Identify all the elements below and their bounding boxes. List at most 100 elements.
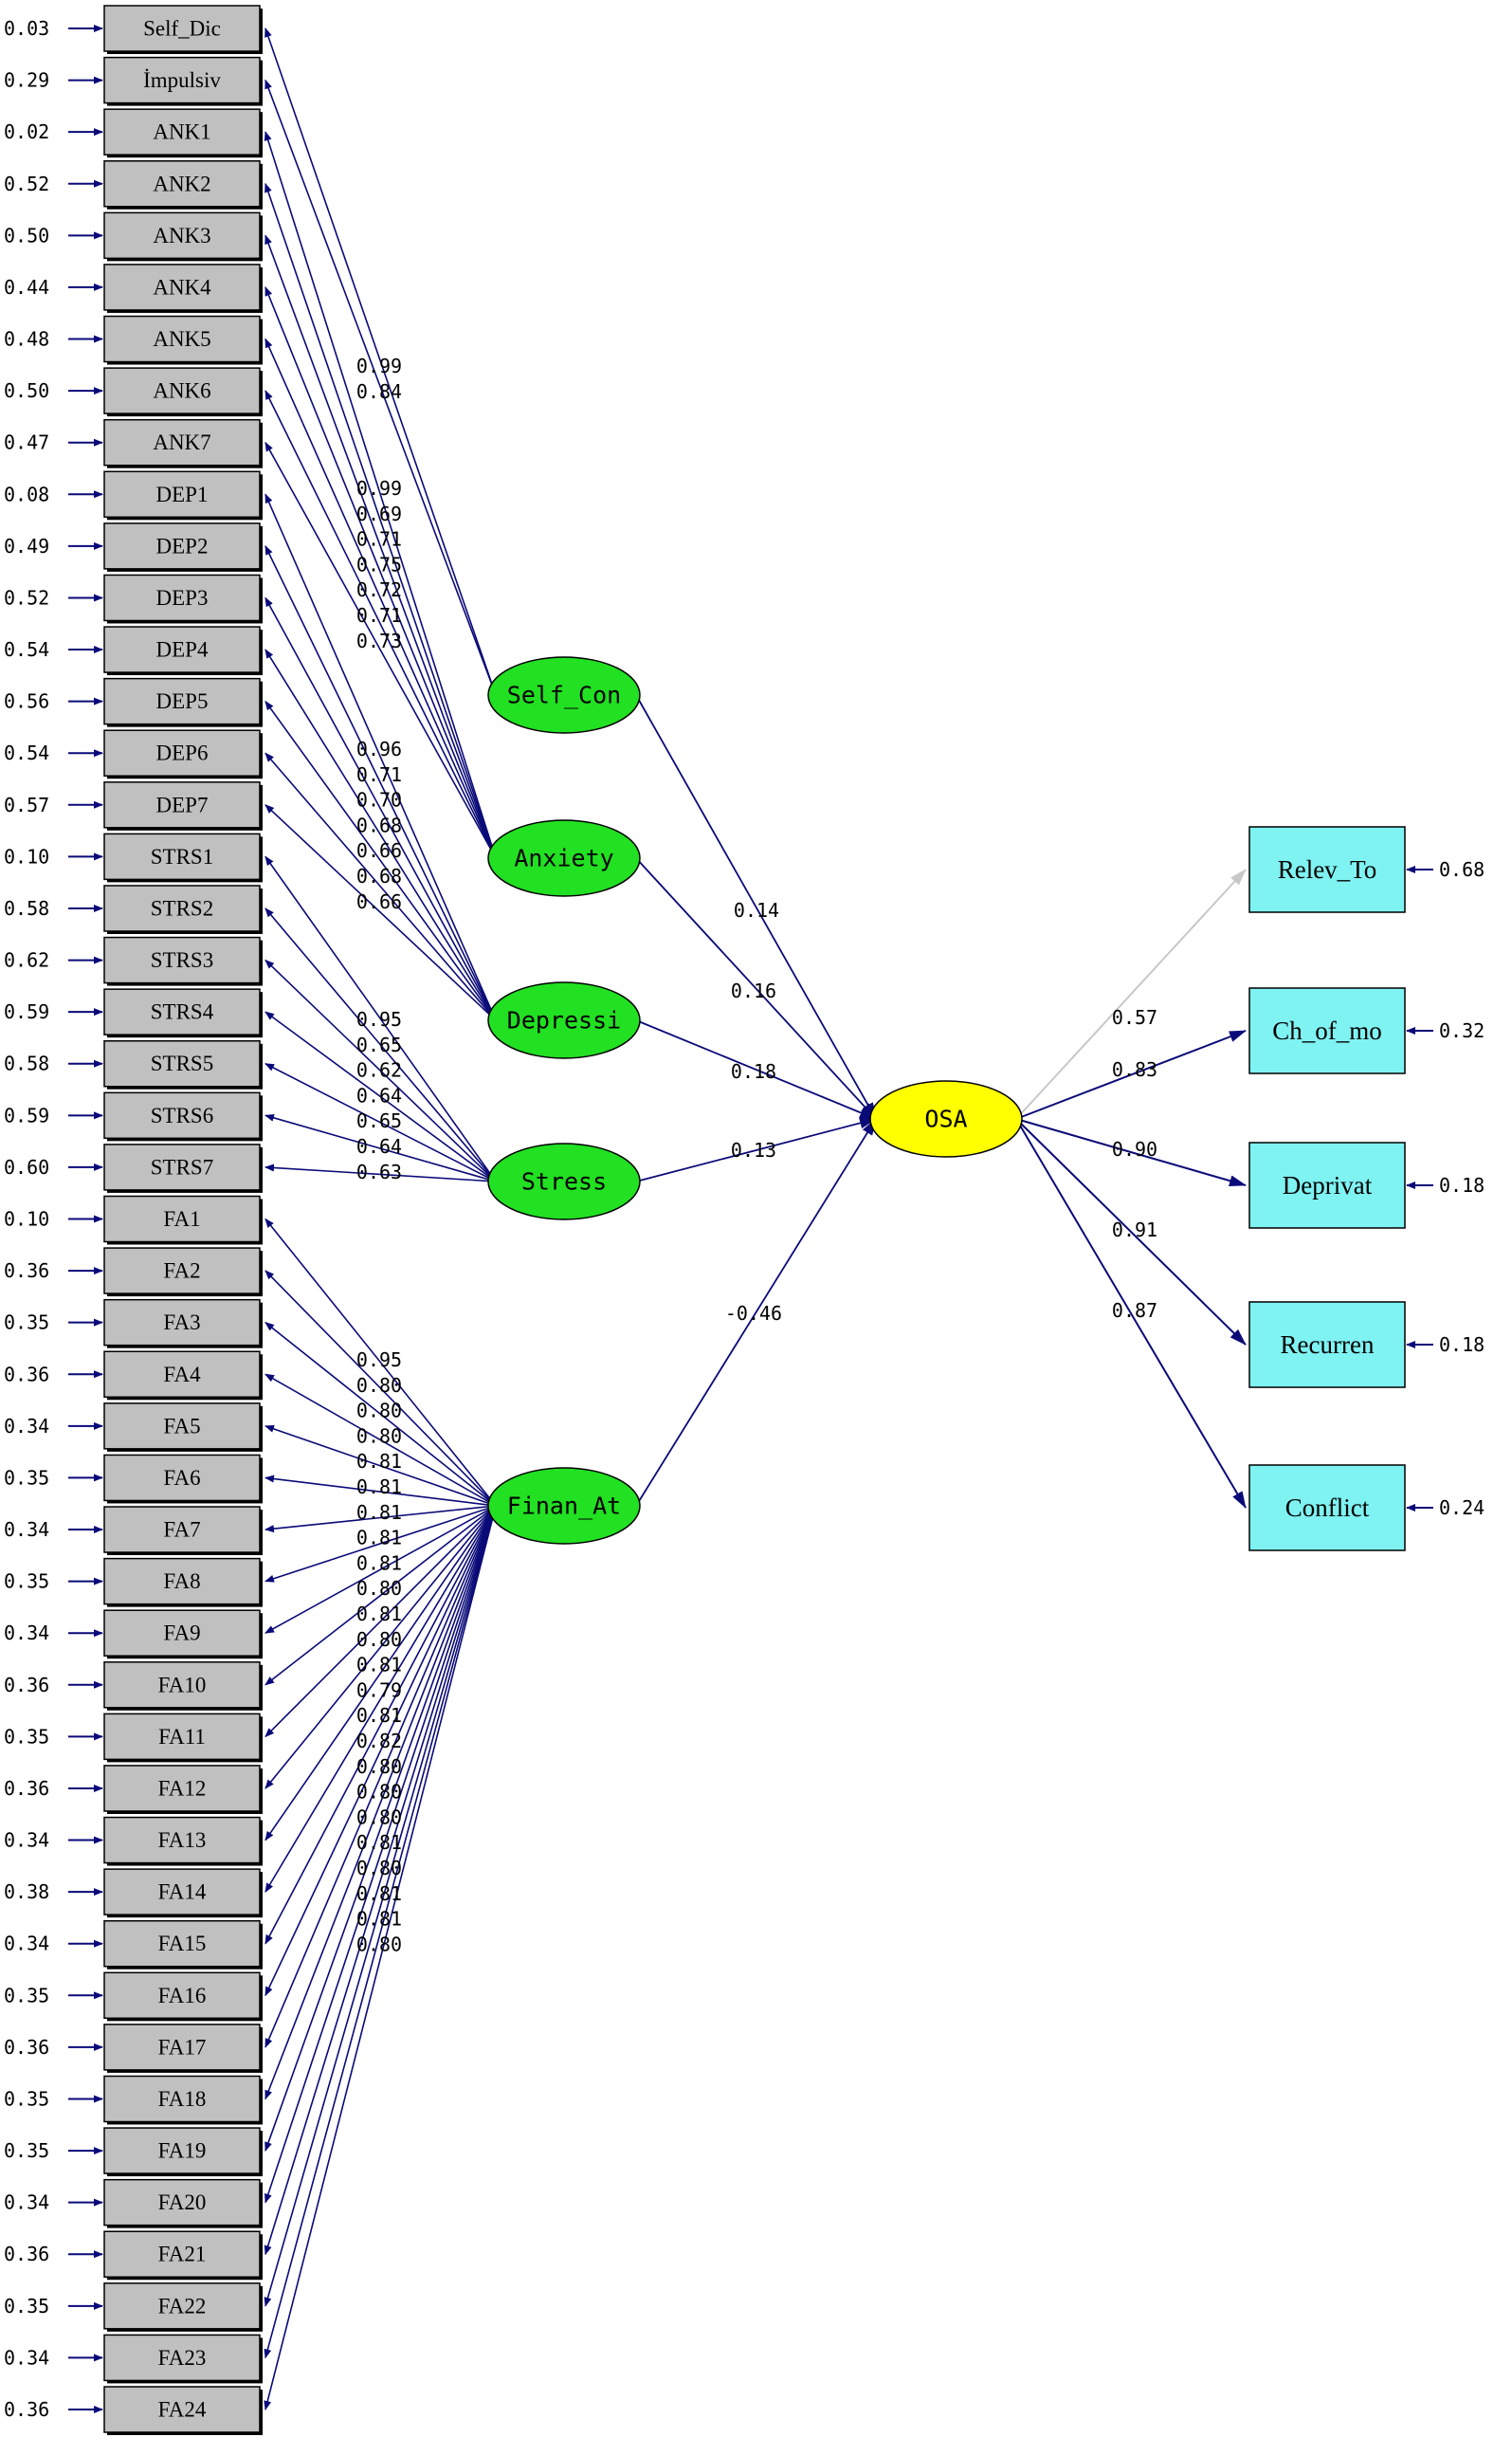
error-value: 0.02: [4, 120, 49, 143]
indicator-strs7: STRS7: [103, 1144, 263, 1193]
latent-ellipse: [487, 656, 641, 734]
indicator-fa17: FA17: [103, 2024, 263, 2073]
error-value: 0.29: [4, 69, 49, 92]
indicator-fa16: FA16: [103, 1971, 263, 2022]
indicator-label: STRS3: [151, 948, 213, 972]
error-value: 0.34: [4, 1518, 49, 1541]
latent-ellipse: [487, 981, 641, 1059]
error-value: 0.36: [4, 2036, 49, 2059]
error-value: 0.54: [4, 742, 49, 764]
indicator-label: FA19: [158, 2139, 207, 2163]
indicator-strs5: STRS5: [103, 1039, 263, 1090]
loading-label: 0.99: [356, 477, 402, 500]
indicator-box: [103, 211, 261, 260]
latent-finan-at: Finan_At: [487, 1467, 641, 1545]
indicator-fa23: FA23: [103, 2334, 263, 2384]
indicator-box: [103, 2230, 261, 2278]
indicator-box: [103, 2127, 261, 2174]
indicator-dep4: DEP4: [103, 626, 263, 676]
indicator-label: DEP6: [156, 742, 209, 765]
error-value: 0.35: [4, 1570, 49, 1593]
indicator-fa11: FA11: [103, 1713, 263, 1763]
indicator-ank1: ANK1: [103, 108, 263, 158]
outcome-indicator-conflict: Conflict: [1248, 1464, 1406, 1551]
loading-path-finan-at-fa13: [264, 1505, 497, 1841]
error-value: 0.36: [4, 1777, 49, 1800]
indicator-fa3: FA3: [103, 1298, 263, 1348]
structural-path-finan-at: [635, 1118, 877, 1507]
loading-label: 0.62: [356, 1059, 402, 1082]
loading-path-stress-strs7: [264, 1164, 497, 1182]
indicator-box: [103, 2334, 261, 2382]
outcome-loading-label: 0.87: [1112, 1299, 1157, 1322]
latent-ellipse: [487, 1467, 641, 1545]
indicator-box: [103, 1350, 261, 1399]
indicator-label: DEP7: [156, 793, 209, 816]
indicator-label: ANK6: [153, 379, 210, 403]
indicator-fa12: FA12: [103, 1765, 263, 1814]
indicator-label: ANK1: [153, 120, 210, 144]
loading-label: 0.80: [356, 1805, 402, 1828]
loading-label: 0.73: [356, 630, 402, 652]
loading-label: 0.81: [356, 1527, 402, 1549]
error-value: 0.18: [1439, 1333, 1485, 1356]
structural-coefficient: 0.18: [731, 1060, 776, 1083]
indicator-strs2: STRS2: [103, 885, 263, 934]
indicator-dep5: DEP5: [103, 677, 263, 727]
error-value: 0.18: [1439, 1174, 1485, 1197]
loading-label: 0.70: [356, 789, 402, 812]
indicator-box: [103, 729, 261, 777]
outcome-indicator-box: [1248, 1301, 1406, 1388]
loading-path-finan-at-fa9: [264, 1505, 497, 1634]
indicator-box: [103, 1091, 261, 1140]
loading-path-stress-strs6: [264, 1113, 497, 1182]
indicator-label: DEP2: [156, 534, 209, 558]
error-value: 0.32: [1439, 1019, 1485, 1042]
loading-label: 0.64: [356, 1084, 402, 1107]
loading-label: 0.82: [356, 1730, 402, 1752]
loading-label: 0.81: [356, 1501, 402, 1524]
error-value: 0.34: [4, 1622, 49, 1644]
error-value: 0.54: [4, 638, 49, 661]
indicator-label: FA20: [158, 2190, 207, 2214]
loading-label: 0.64: [356, 1135, 402, 1158]
loading-path-finan-at-fa14: [264, 1505, 497, 1893]
indicator-box: [103, 1971, 261, 2020]
indicator-label: DEP4: [156, 638, 209, 662]
indicator-box: [103, 470, 261, 519]
indicator-label: FA5: [163, 1414, 200, 1438]
error-value: 0.59: [4, 1000, 49, 1023]
indicator-box: [103, 677, 261, 725]
outcome-indicator-label: Conflict: [1285, 1493, 1370, 1522]
error-value: 0.34: [4, 2346, 49, 2369]
indicator-label: ANK5: [153, 327, 210, 351]
indicator-box: [103, 2386, 261, 2433]
loading-label: 0.80: [356, 1374, 402, 1397]
outcome-ellipse: [869, 1080, 1023, 1158]
error-value: 0.36: [4, 1259, 49, 1282]
loading-path-anxiety-ank2: [264, 182, 497, 859]
structural-coefficient: 0.16: [731, 980, 776, 1002]
structural-path-depressi: [635, 1019, 877, 1120]
indicator-label: FA8: [163, 1569, 200, 1593]
error-value: 0.50: [4, 224, 49, 247]
error-value: 0.35: [4, 1984, 49, 2006]
indicator-strs3: STRS3: [103, 936, 263, 986]
loading-label: 0.80: [356, 1755, 402, 1778]
loading-path-finan-at-fa16: [264, 1505, 497, 1997]
loading-path-depressi-dep4: [264, 649, 497, 1021]
loading-label: 0.81: [356, 1704, 402, 1727]
indicator-label: FA24: [158, 2398, 207, 2422]
loading-label: 0.79: [356, 1678, 402, 1701]
indicator-box: [103, 936, 261, 984]
error-value: 0.24: [1439, 1496, 1485, 1519]
error-value: 0.58: [4, 1053, 49, 1075]
loading-path-finan-at-fa10: [264, 1505, 497, 1686]
indicator-fa22: FA22: [103, 2282, 263, 2332]
indicator-label: STRS5: [151, 1052, 213, 1075]
error-value: 0.56: [4, 690, 49, 713]
loading-path-finan-at-fa12: [264, 1505, 497, 1789]
loading-label: 0.81: [356, 1551, 402, 1574]
error-value: 0.62: [4, 949, 49, 972]
loading-path-finan-at-fa6: [264, 1475, 497, 1507]
